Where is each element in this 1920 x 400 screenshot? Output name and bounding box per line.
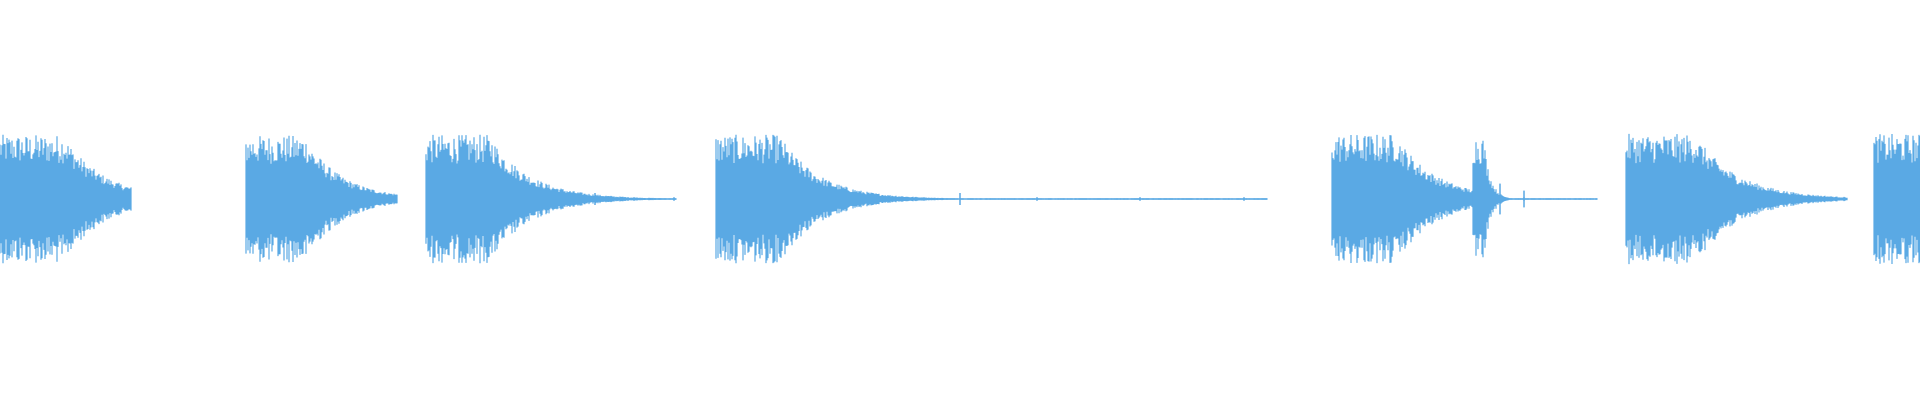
- sound-event-8: [1873, 134, 1920, 264]
- waveform-shapes: [0, 133, 1920, 265]
- sound-event-2: [245, 135, 398, 263]
- sound-event-7: [1625, 133, 1848, 265]
- sound-event-5: [1331, 134, 1479, 264]
- sound-event-1: [0, 134, 132, 264]
- sound-event-4: [715, 134, 1268, 264]
